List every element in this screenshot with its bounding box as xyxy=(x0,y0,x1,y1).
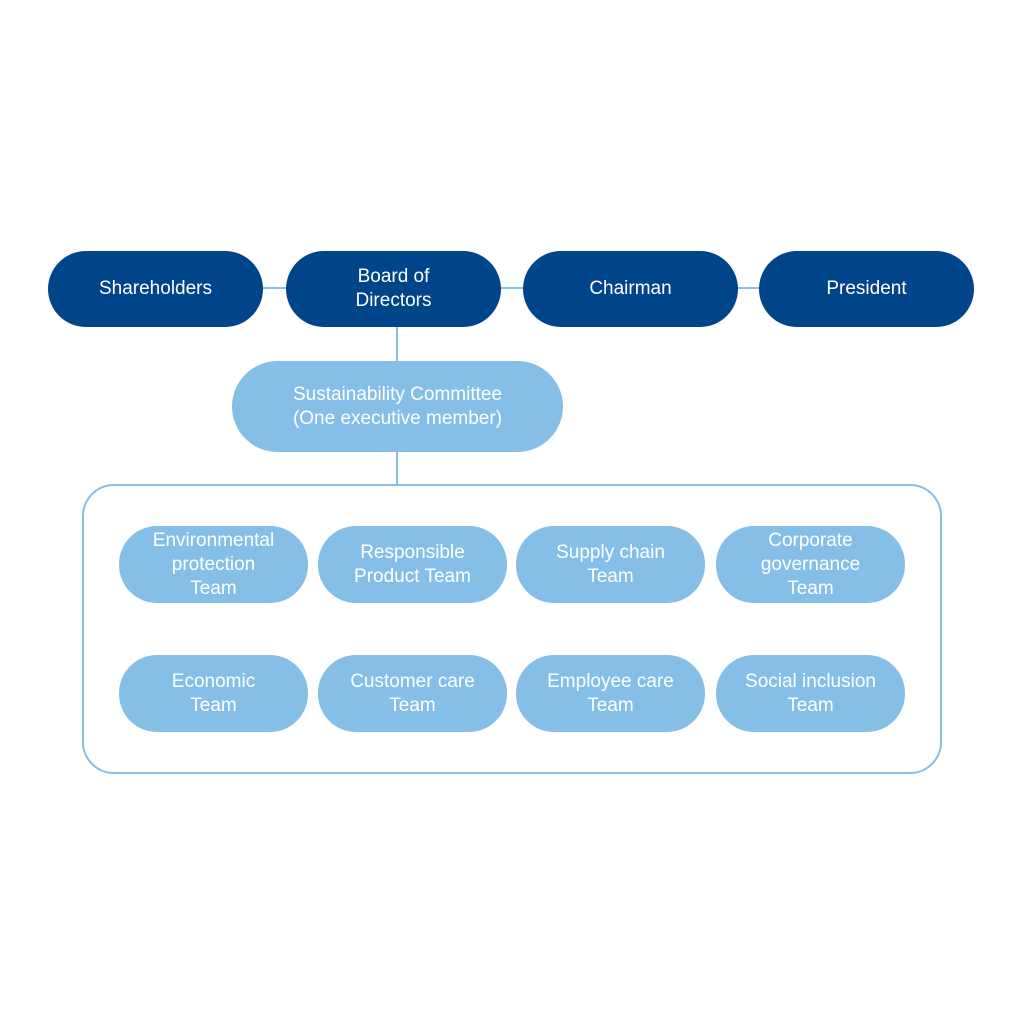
team-employee-care: Employee care Team xyxy=(516,655,705,732)
chairman-node: Chairman xyxy=(523,251,738,327)
team-corporate-governance: Corporate governance Team xyxy=(716,526,905,603)
connector-board-chairman xyxy=(500,287,524,289)
team-responsible-product: Responsible Product Team xyxy=(318,526,507,603)
connector-committee-teams xyxy=(396,451,398,485)
sustainability-committee-node: Sustainability Committee (One executive … xyxy=(232,361,563,452)
board-of-directors-node: Board of Directors xyxy=(286,251,501,327)
team-environmental-protection: Environmental protection Team xyxy=(119,526,308,603)
team-customer-care: Customer care Team xyxy=(318,655,507,732)
team-supply-chain: Supply chain Team xyxy=(516,526,705,603)
connector-chairman-president xyxy=(737,287,760,289)
teams-container xyxy=(82,484,942,774)
team-social-inclusion: Social inclusion Team xyxy=(716,655,905,732)
connector-shareholders-board xyxy=(262,287,288,289)
shareholders-node: Shareholders xyxy=(48,251,263,327)
team-economic: Economic Team xyxy=(119,655,308,732)
president-node: President xyxy=(759,251,974,327)
connector-board-committee xyxy=(396,326,398,362)
